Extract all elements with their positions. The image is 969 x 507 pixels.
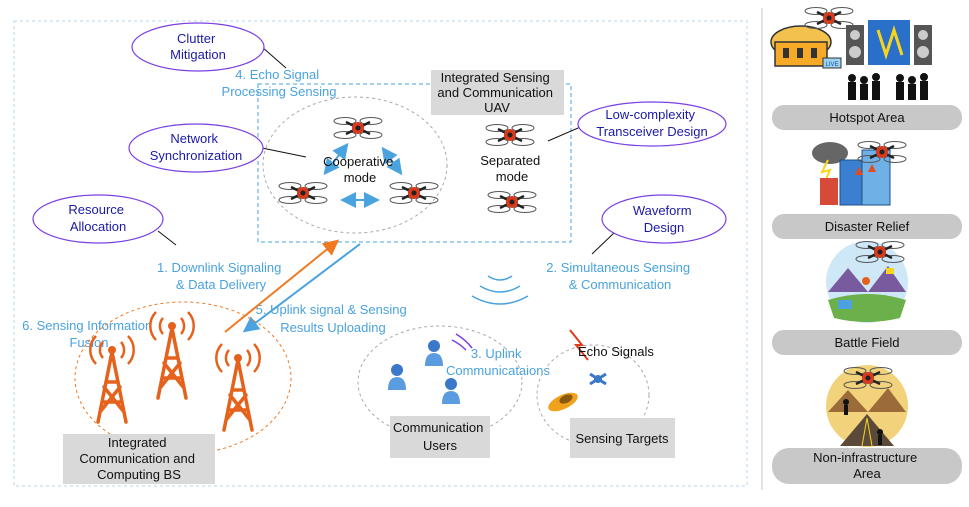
cooperative-arrow: [323, 142, 349, 176]
drone-icon: [277, 181, 329, 205]
uplink-sensing-label: 5. Uplink signal & Sensing Results Uploa…: [256, 302, 411, 335]
targets-label: Sensing Targets: [576, 431, 669, 446]
disaster-scene: [812, 140, 908, 206]
drone-icon: [484, 123, 536, 147]
isac-uav-box: [431, 70, 564, 115]
bs-box: [63, 434, 215, 484]
resource-allocation-oval: Resource Allocation: [32, 194, 164, 244]
connector-line: [591, 231, 616, 255]
targets-box: [570, 418, 675, 458]
uplink-arrow: [242, 243, 361, 333]
lightning-icon: [569, 329, 589, 361]
cooperative-ellipse: [262, 96, 448, 234]
battle-pill: [772, 330, 962, 355]
hotspot-pill: [772, 105, 962, 130]
svg-text:Resource Allocation: Resource Allocation: [68, 202, 127, 234]
svg-text:Low-complexity Transceiv: Low-complexity Transceiver Design: [596, 107, 708, 139]
battle-scene: [826, 240, 908, 323]
small-drone-icon: [589, 372, 607, 386]
network-sync-oval: Network Synchronization: [128, 123, 264, 173]
tower-icon: [148, 310, 196, 400]
connector-line: [261, 147, 307, 158]
echo-signals-label: Echo Signals: [578, 344, 654, 359]
hotspot-scene: LIVE: [770, 6, 932, 100]
signal-wave-icon: [471, 275, 529, 305]
fusion-label: 6. Sensing Information Fusion: [22, 318, 156, 350]
users-box: [390, 416, 490, 458]
connector-line: [261, 46, 287, 69]
connector-line: [157, 230, 177, 246]
disaster-pill: [772, 214, 962, 239]
user-icon: [425, 340, 443, 366]
clutter-mitigation-oval: Clutter Mitigation: [131, 22, 265, 72]
main-frame: [13, 20, 748, 487]
echo-processing-label: 4. Echo Signal Processing Sensing: [222, 67, 337, 99]
drone-icon: [486, 190, 538, 214]
cooperative-arrow: [381, 146, 403, 176]
svg-text:Waveform Design: Waveform Design: [633, 203, 695, 235]
simultaneous-label: 2. Simultaneous Sensing & Communication: [546, 260, 693, 292]
svg-text:Clutter Mitigation: Clutter Mitigation: [170, 31, 226, 62]
downlink-label: 1. Downlink Signaling & Data Delivery: [157, 260, 285, 292]
battle-label: Battle Field: [834, 335, 899, 350]
noninfra-scene: [826, 365, 908, 447]
car-icon: [548, 392, 578, 412]
disaster-label: Disaster Relief: [825, 219, 910, 234]
cooperative-mode-label: Cooperative mode: [323, 154, 397, 185]
hotspot-label: Hotspot Area: [829, 110, 905, 125]
user-icon: [442, 378, 460, 404]
low-complexity-oval: Low-complexity Transceiver Design: [577, 101, 727, 147]
drone-icon: [332, 116, 384, 140]
user-icon: [388, 364, 406, 390]
isac-uav-label: Integrated Sensing and Communication UAV: [437, 70, 556, 115]
separated-mode-label: Separated mode: [480, 153, 544, 184]
bs-label: Integrated Communication and Computing B…: [79, 435, 198, 482]
noninfra-pill: [772, 448, 962, 484]
waveform-design-oval: Waveform Design: [601, 194, 727, 244]
uplink-comm-label: 3. Uplink Communicataions: [446, 346, 551, 378]
svg-text:Network Synchronization: Network Synchronization: [150, 131, 243, 163]
drone-icon: [388, 181, 440, 205]
noninfra-label: Non-infrastructure Area: [813, 450, 921, 481]
wireless-icon: [451, 333, 473, 351]
uav-region: [257, 83, 572, 243]
svg-text:LIVE: LIVE: [825, 62, 838, 68]
targets-ellipse: [536, 344, 650, 446]
users-label: Communication Users: [393, 420, 487, 453]
tower-icon: [214, 342, 262, 432]
